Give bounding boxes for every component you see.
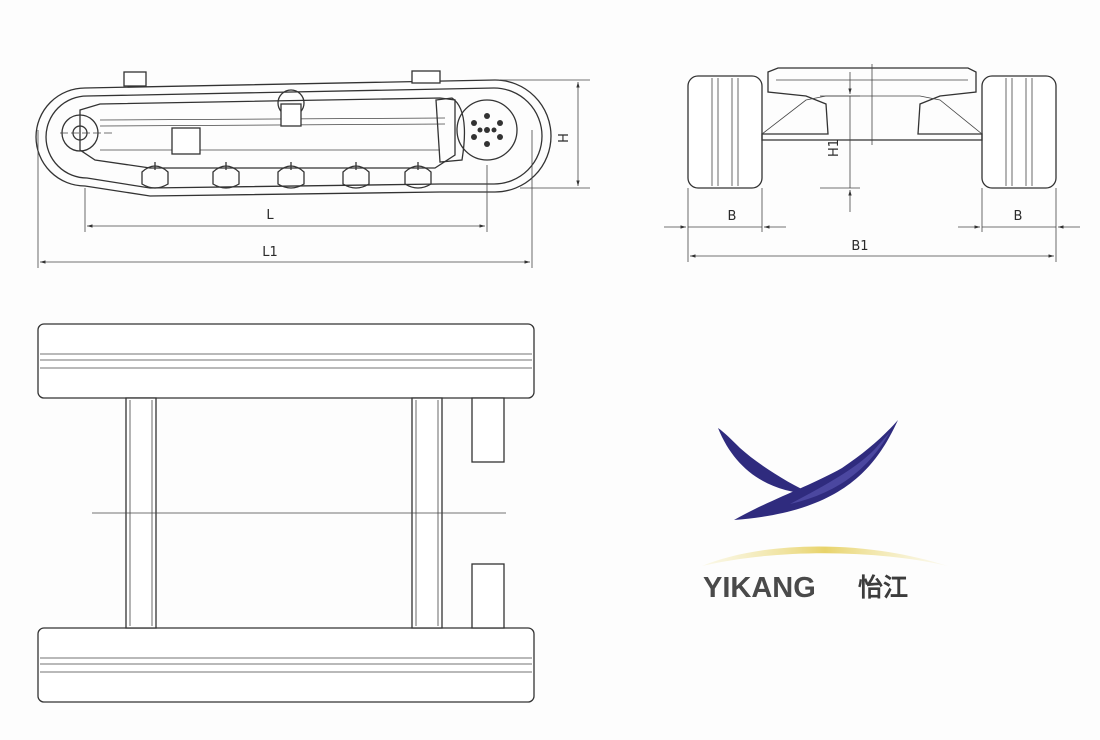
label-b1: B1: [851, 239, 868, 254]
label-l1: L1: [262, 245, 278, 260]
mounting-tab: [411, 70, 441, 84]
track-roller: [141, 162, 169, 189]
sprocket-bolts: [471, 113, 503, 147]
label-h1: H1: [827, 139, 842, 157]
track-inner-outline: [45, 87, 543, 189]
logo-wing-right: [734, 420, 898, 520]
drive-motor-upper: [471, 397, 505, 463]
side-view: H L L1: [35, 70, 590, 268]
front-view: H1 B B B1: [664, 64, 1080, 262]
track-frame: [79, 97, 456, 169]
mounting-tab: [123, 71, 147, 87]
left-track-section: [687, 75, 763, 189]
track-roller: [212, 162, 240, 189]
dimension-b1: B1: [690, 239, 1054, 258]
frame-plate: [171, 127, 201, 155]
right-track-section: [981, 75, 1057, 189]
dimension-h: H: [500, 79, 590, 189]
label-b-left: B: [728, 209, 737, 224]
label-h: H: [557, 133, 572, 143]
dimension-b-right: B: [958, 188, 1080, 262]
drive-sprocket: [456, 99, 518, 161]
track-roller: [342, 162, 370, 189]
logo-swoosh: [702, 546, 948, 566]
drive-motor: [435, 97, 466, 163]
label-b-right: B: [1014, 209, 1023, 224]
dimension-h1: H1: [820, 72, 860, 212]
carrier-bracket: [280, 103, 302, 127]
dimension-l: L: [84, 165, 488, 232]
track-rollers: [141, 162, 432, 189]
lower-track: [37, 627, 535, 703]
dimension-l1: L1: [37, 130, 533, 268]
upper-track: [37, 323, 535, 399]
brand-logo: YIKANG 怡江: [702, 420, 948, 604]
logo-brand-name-cn: 怡江: [858, 573, 908, 602]
logo-brand-name: YIKANG: [703, 572, 816, 604]
track-roller: [277, 162, 305, 189]
track-outline: [35, 79, 552, 197]
track-roller: [404, 162, 432, 189]
top-view: [37, 323, 535, 703]
dimension-b-left: B: [664, 188, 786, 262]
drive-motor-lower: [471, 563, 505, 629]
label-l: L: [266, 208, 274, 223]
logo-wing-left: [718, 428, 812, 494]
